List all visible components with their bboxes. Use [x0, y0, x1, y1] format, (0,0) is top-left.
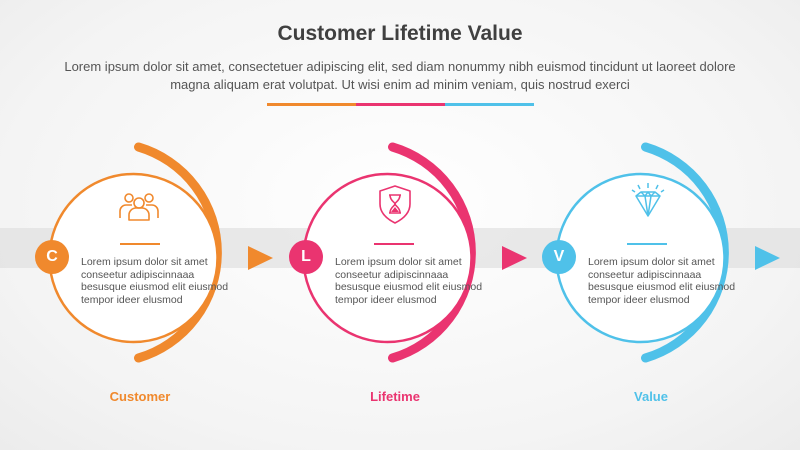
- badge-lifetime: L: [289, 240, 323, 274]
- divider-segment-lifetime: [356, 103, 445, 106]
- underline-customer: [120, 243, 160, 245]
- underline-lifetime: [374, 243, 414, 245]
- divider-segment-customer: [267, 103, 356, 106]
- stage-ring-value: [555, 142, 780, 363]
- step-label-lifetime: Lifetime: [370, 389, 420, 404]
- diamond-icon: [631, 183, 665, 217]
- step-text-customer: Lorem ipsum dolor sit amet conseetur adi…: [81, 256, 229, 306]
- step-text-lifetime: Lorem ipsum dolor sit amet conseetur adi…: [335, 256, 483, 306]
- stage-ring-customer: [48, 142, 273, 363]
- page-title: Customer Lifetime Value: [277, 22, 523, 45]
- step-text-value: Lorem ipsum dolor sit amet conseetur adi…: [588, 256, 736, 306]
- step-label-value: Value: [634, 389, 668, 404]
- shield-hourglass-icon: [379, 185, 411, 224]
- badge-customer: C: [35, 240, 69, 274]
- divider-segment-value: [445, 103, 534, 106]
- people-group-icon: [119, 193, 159, 221]
- step-label-customer: Customer: [109, 389, 171, 404]
- stage-ring-lifetime: [302, 142, 527, 363]
- underline-value: [627, 243, 667, 245]
- badge-value: V: [542, 240, 576, 274]
- page-subtitle: Lorem ipsum dolor sit amet, consectetuer…: [64, 59, 736, 92]
